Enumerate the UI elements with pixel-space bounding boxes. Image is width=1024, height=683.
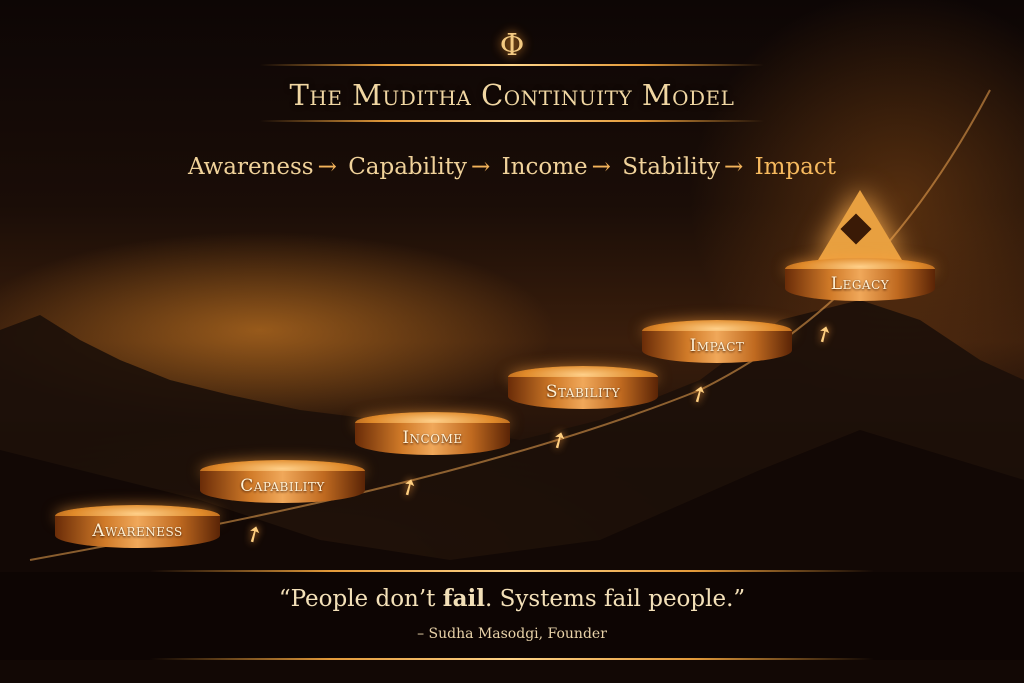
step-stability: Stability [508, 366, 658, 412]
quote-text: . Systems fail people.” [485, 586, 746, 612]
step-label: Income [402, 428, 463, 448]
divider [150, 570, 874, 572]
arrow-icon: → [470, 154, 491, 180]
step-impact: Impact [642, 320, 792, 366]
quote-text: “People don’t [278, 586, 443, 612]
logo-icon: Φ [499, 28, 525, 63]
arrow-icon: → [723, 154, 744, 180]
step-capability: Capability [200, 460, 365, 506]
arrow-icon: → [591, 154, 611, 180]
divider [260, 64, 764, 66]
arrow-icon: → [317, 154, 337, 180]
step-label: Impact [689, 336, 745, 356]
step-income: Income [355, 412, 510, 458]
page-title: The Muditha Continuity Model [289, 78, 735, 112]
flow-item: Income [501, 154, 588, 180]
divider [260, 120, 764, 122]
step-awareness: Awareness [55, 505, 220, 551]
step-label: Stability [545, 382, 621, 402]
flow-item: Impact [754, 154, 837, 180]
quote-band [0, 572, 1024, 660]
quote: “People don’t fail. Systems fail people.… [0, 585, 1024, 612]
quote-emphasis: fail [442, 585, 486, 612]
step-label: Legacy [830, 274, 890, 294]
divider [150, 658, 874, 660]
step-legacy: Legacy [785, 258, 935, 304]
step-label: Capability [240, 476, 325, 496]
quote-attribution: – Sudha Masodgi, Founder [417, 626, 607, 642]
flow-item: Capability [348, 154, 467, 180]
flow-item: Stability [622, 154, 720, 180]
step-label: Awareness [92, 521, 183, 541]
flow-item: Awareness [187, 154, 314, 180]
flow-sequence: Awareness→ Capability→ Income→ Stability… [0, 154, 1024, 180]
